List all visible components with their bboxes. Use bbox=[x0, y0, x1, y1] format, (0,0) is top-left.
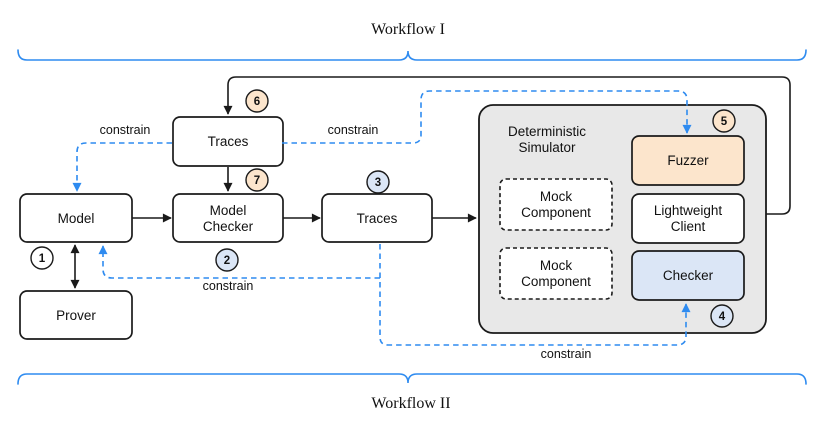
badge-4: 4 bbox=[710, 304, 734, 328]
badge-3-circle bbox=[366, 170, 390, 194]
feedback-loop-arrow bbox=[223, 76, 791, 215]
simulator-label-line2: Simulator bbox=[518, 140, 576, 155]
badge-1-circle bbox=[30, 246, 54, 270]
badge-5: 5 bbox=[712, 109, 736, 133]
model-box bbox=[19, 193, 133, 243]
constrain-label-top-right: constrain bbox=[328, 123, 379, 137]
badge-6-circle bbox=[245, 89, 269, 113]
badge-7: 7 bbox=[245, 168, 269, 192]
badge-6: 6 bbox=[245, 89, 269, 113]
checker-box bbox=[631, 250, 745, 301]
constrain-label-top-left: constrain bbox=[100, 123, 151, 137]
traces-main-box bbox=[321, 193, 433, 243]
traces-upper-box bbox=[172, 116, 284, 167]
badge-7-circle bbox=[245, 168, 269, 192]
model-checker-label-line2: Checker bbox=[203, 219, 254, 234]
model-checker-label-line1: Model bbox=[210, 203, 247, 218]
workflow1-brace bbox=[17, 49, 807, 61]
prover-box bbox=[19, 290, 133, 340]
traces-main-label: Traces bbox=[357, 211, 398, 226]
mock-component-2-label-line1: Mock bbox=[540, 258, 573, 273]
badge-1: 1 bbox=[30, 246, 54, 270]
mock-component-1-label-line2: Component bbox=[521, 205, 591, 220]
badge-6-label: 6 bbox=[254, 96, 260, 108]
badge-3: 3 bbox=[366, 170, 390, 194]
badge-3-label: 3 bbox=[375, 177, 381, 189]
badge-2-label: 2 bbox=[224, 255, 230, 267]
constrain-tracesupper-to-fuzzer-dashed bbox=[282, 90, 692, 144]
badge-5-label: 5 bbox=[721, 116, 728, 128]
workflow1-title: Workflow I bbox=[371, 21, 445, 38]
fuzzer-box bbox=[631, 135, 745, 186]
workflow2-brace bbox=[17, 373, 807, 385]
mock-component-2-label-line2: Component bbox=[521, 274, 591, 289]
model-label: Model bbox=[58, 211, 95, 226]
mock-component-2-box bbox=[499, 247, 613, 300]
fuzzer-label: Fuzzer bbox=[667, 153, 709, 168]
badge-2: 2 bbox=[215, 248, 239, 272]
constrain-label-bottom: constrain bbox=[541, 347, 592, 361]
workflow2-title: Workflow II bbox=[371, 395, 450, 412]
model-checker-box bbox=[172, 193, 284, 243]
badge-7-label: 7 bbox=[254, 175, 260, 187]
traces-upper-label: Traces bbox=[208, 134, 249, 149]
simulator-label-line1: Deterministic bbox=[508, 124, 586, 139]
lightweight-client-box bbox=[631, 193, 745, 244]
badge-4-circle bbox=[710, 304, 734, 328]
badge-5-circle bbox=[712, 109, 736, 133]
constrain-traces-to-model-dashed bbox=[98, 245, 380, 279]
constrain-traces-to-checker-dashed bbox=[379, 244, 691, 346]
constrain-tracesupper-to-model-dashed bbox=[72, 142, 172, 192]
badge-1-label: 1 bbox=[39, 253, 46, 265]
lightweight-client-label-line1: Lightweight bbox=[654, 203, 723, 218]
badge-4-label: 4 bbox=[719, 311, 726, 323]
badge-2-circle bbox=[215, 248, 239, 272]
constrain-label-middle: constrain bbox=[203, 279, 254, 293]
lightweight-client-label-line2: Client bbox=[671, 219, 706, 234]
checker-label: Checker bbox=[663, 268, 714, 283]
mock-component-1-box bbox=[499, 178, 613, 231]
prover-label: Prover bbox=[56, 308, 96, 323]
mock-component-1-label-line1: Mock bbox=[540, 189, 573, 204]
